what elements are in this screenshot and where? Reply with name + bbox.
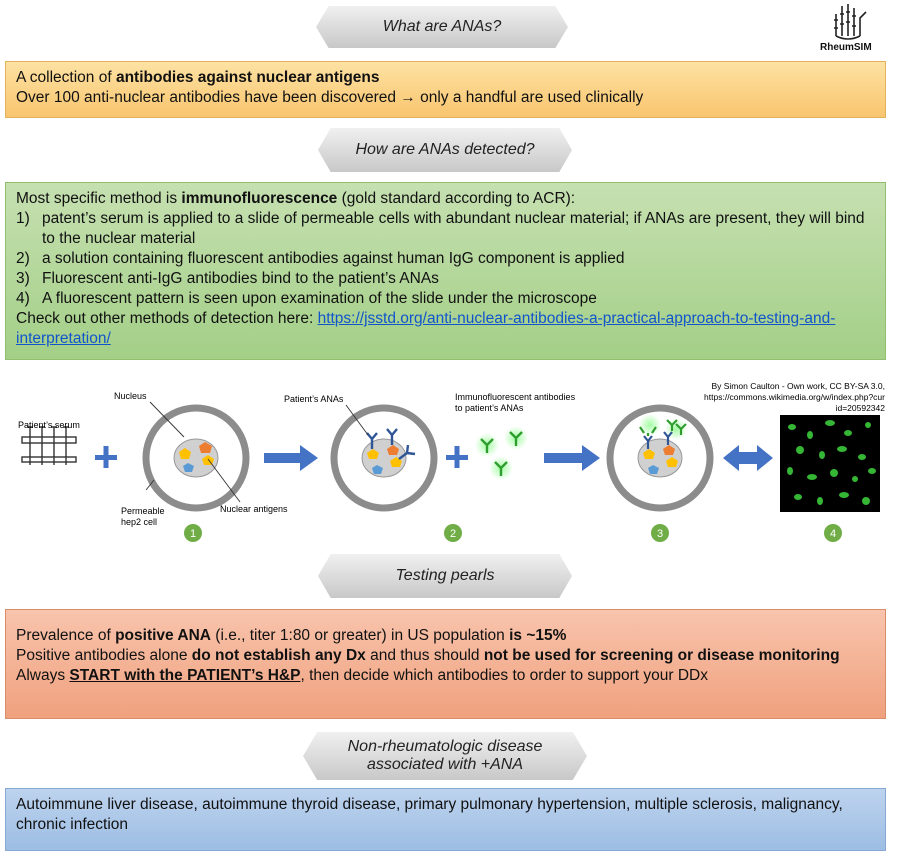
- immuno-label-1: Immunofluorescent antibodies: [455, 392, 576, 402]
- arrow-right-icon-2: [544, 445, 600, 471]
- logo-text: RheumSIM: [820, 42, 872, 53]
- credit-line-3: id=20592342: [836, 403, 886, 413]
- how-step-2: 2) a solution containing fluorescent ant…: [16, 250, 625, 267]
- patients-anas-label: Patient’s ANAs: [284, 394, 344, 404]
- banner-pearls-label: Testing pearls: [395, 567, 495, 584]
- step-circle-1: [184, 524, 202, 542]
- how-step-3: 3) Fluorescent anti-IgG antibodies bind …: [16, 270, 439, 287]
- ana-detection-diagram: Patient’s serum Nucleus Permeable hep2 c…: [0, 375, 900, 545]
- rheumsim-logo: RheumSIM: [818, 0, 878, 56]
- what-line-2: Over 100 anti-nuclear antibodies have be…: [16, 89, 644, 106]
- how-step-4: 4)A fluorescent pattern is seen upon exa…: [16, 290, 597, 307]
- step-number-2: 2: [450, 528, 456, 540]
- pearls-line-2: Positive antibodies alone do not establi…: [16, 647, 840, 664]
- step-circle-2: [444, 524, 462, 542]
- immuno-label-2: to patient’s ANAs: [455, 403, 524, 413]
- plus-icon: [95, 446, 117, 468]
- step-number-1: 1: [190, 528, 196, 540]
- nucleus-label: Nucleus: [114, 391, 147, 401]
- how-box: Most specific method is immunofluorescen…: [5, 182, 886, 360]
- how-more: Check out other methods of detection her…: [16, 310, 836, 347]
- test-tubes-icon: [21, 426, 77, 465]
- cell-2: [330, 404, 438, 512]
- nuclear-antigens-label: Nuclear antigens: [220, 504, 288, 514]
- banner-what-are-anas: What are ANAs?: [316, 6, 568, 48]
- double-arrow-icon: [723, 445, 773, 471]
- banner-nonrheum-line-2: associated with +ANA: [366, 756, 524, 773]
- credit-line-1: By Simon Caulton - Own work, CC BY-SA 3.…: [711, 381, 885, 391]
- banner-non-rheumatologic: Non-rheumatologic disease associated wit…: [303, 732, 587, 780]
- how-step-1: 1)patent’s serum is applied to a slide o…: [16, 210, 865, 247]
- pearls-line-3: Always START with the PATIENT’s H&P, the…: [16, 667, 709, 684]
- patients-serum-label: Patient’s serum: [18, 420, 80, 430]
- nonrheum-box: Autoimmune liver disease, autoimmune thy…: [5, 788, 886, 851]
- banner-what-label: What are ANAs?: [382, 18, 502, 35]
- cell-3: [606, 404, 714, 512]
- banner-how-detected: How are ANAs detected?: [318, 128, 572, 172]
- fluorescence-micrograph: [780, 415, 880, 512]
- step-number-4: 4: [830, 528, 836, 540]
- what-box: A collection of antibodies against nucle…: [5, 61, 886, 118]
- banner-nonrheum-line-1: Non-rheumatologic disease: [347, 738, 543, 755]
- banner-testing-pearls: Testing pearls: [318, 554, 572, 598]
- nonrheum-text: Autoimmune liver disease, autoimmune thy…: [16, 796, 843, 833]
- step-number-3: 3: [657, 528, 663, 540]
- what-line-1: A collection of antibodies against nucle…: [16, 69, 380, 86]
- pearls-line-1: Prevalence of positive ANA (i.e., titer …: [16, 627, 567, 644]
- pearls-box: Prevalence of positive ANA (i.e., titer …: [5, 609, 886, 719]
- step-circle-3: [651, 524, 669, 542]
- cell-1: [142, 404, 250, 512]
- banner-how-label: How are ANAs detected?: [355, 141, 535, 158]
- permeable-label-2: hep2 cell: [121, 517, 157, 527]
- hand-icon: [834, 4, 867, 40]
- permeable-label-1: Permeable: [121, 506, 165, 516]
- step-circle-4: [824, 524, 842, 542]
- credit-line-2: https://commons.wikimedia.org/w/index.ph…: [704, 392, 885, 402]
- how-intro: Most specific method is immunofluorescen…: [16, 190, 576, 207]
- plus-icon-2: [446, 446, 468, 468]
- fluorescent-antibodies-icon: [475, 426, 528, 480]
- arrow-right-icon: [264, 445, 318, 471]
- methods-link[interactable]: https://jsstd.org/anti-nuclear-antibodie…: [16, 310, 836, 347]
